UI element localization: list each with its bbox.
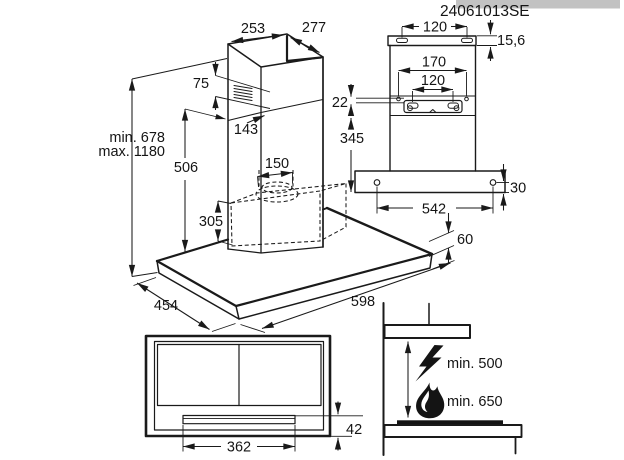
countertop — [383, 424, 523, 438]
flame-inner-detail — [421, 390, 429, 412]
top-slot-left — [396, 37, 408, 43]
dim-duct-diameter: 150 — [265, 156, 289, 172]
dim-upper-height: 506 — [174, 160, 198, 176]
top-slot-right — [461, 37, 473, 43]
canopy-front-top-edge — [155, 252, 434, 308]
underside-view: 362 42 — [144, 334, 363, 456]
chimney-seam-line — [227, 98, 324, 122]
canopy-bottom-edge — [156, 253, 433, 320]
header-highlight-bar — [456, 0, 620, 9]
dim-bottom-hole-offset: 30 — [510, 181, 526, 197]
chimney-top-opening — [285, 34, 323, 63]
canopy-back-edge — [155, 238, 230, 263]
dim-bracket-offset: 22 — [332, 95, 348, 111]
electric-hob-clearance: min. 500 — [447, 356, 503, 372]
canopy-hole-left — [373, 179, 381, 186]
dim-canopy-thickness: 60 — [457, 232, 473, 248]
dim-top-width: 277 — [302, 20, 326, 36]
chimney-top-face — [227, 33, 324, 68]
canopy-hole-right — [489, 179, 497, 186]
canopy-corner-edge — [235, 305, 240, 320]
underside-inner-frame — [153, 340, 325, 431]
clearance-side-view: min. 500 min. 650 — [382, 302, 523, 456]
canopy-right-edge — [325, 206, 434, 256]
vent-slats — [233, 85, 253, 101]
dim-top-depth: 253 — [241, 21, 265, 37]
front-view-dimensions: 253 277 75 143 506 min. 678 max. 1180 15… — [98, 20, 473, 333]
dim-vent-bottom: 143 — [234, 122, 258, 138]
top-mounting-band — [387, 35, 477, 47]
dim-top-slot-height: 15,6 — [497, 33, 525, 49]
control-panel-strip — [182, 414, 296, 425]
dim-canopy-width: 598 — [351, 294, 375, 310]
rear-view-dimensions: 120 15,6 170 120 22 345 — [332, 20, 526, 218]
dim-wall-hole-spacing: 170 — [422, 55, 446, 71]
dim-vent-top: 75 — [193, 76, 209, 92]
document-code: 24061013SE — [440, 3, 530, 20]
dim-panel-height: 42 — [346, 422, 362, 438]
lightning-icon — [415, 345, 444, 382]
dim-top-slot-spacing: 120 — [423, 20, 447, 36]
hob-surface — [397, 420, 503, 425]
document-header: 24061013SE — [440, 0, 620, 20]
dim-inner-box-height: 305 — [199, 214, 223, 230]
dim-bottom-hole-spacing: 542 — [422, 202, 446, 218]
wall-hole-right — [464, 96, 469, 102]
wall-hole-left — [396, 96, 401, 102]
duct-outlet-inner — [261, 181, 293, 194]
front-isometric-view: 253 277 75 143 506 min. 678 max. 1180 15… — [98, 20, 473, 333]
wall-bracket — [396, 96, 469, 114]
gas-hob-clearance: min. 650 — [447, 394, 503, 410]
dim-body-height: 345 — [340, 131, 364, 147]
rear-mounting-view: 120 15,6 170 120 22 345 — [332, 20, 526, 218]
underside-outer-frame — [144, 334, 332, 438]
hood-canopy-side — [383, 324, 471, 339]
rear-canopy — [354, 170, 506, 194]
bottom-view-dimensions: 362 42 — [182, 401, 363, 456]
dim-height-min: min. 678 — [109, 130, 165, 146]
dim-canopy-depth: 454 — [154, 298, 178, 314]
chimney-bottom-edge — [227, 246, 324, 254]
dim-bracket-slot-spacing: 120 — [421, 73, 445, 89]
flame-icon — [416, 382, 445, 419]
dim-height-max: max. 1180 — [98, 144, 165, 160]
dim-panel-width: 362 — [227, 440, 251, 456]
duct-outlet-ring — [255, 185, 299, 203]
